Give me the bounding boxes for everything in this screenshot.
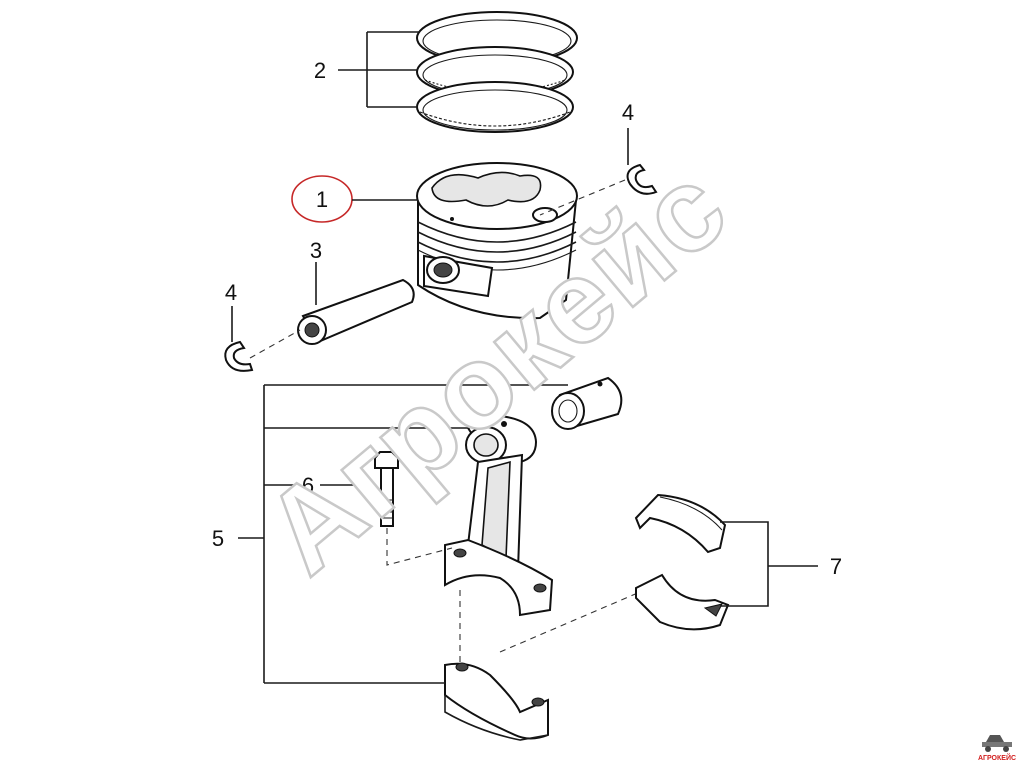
circlip-left bbox=[224, 306, 301, 372]
callout-3: 3 bbox=[310, 238, 322, 263]
callout-5: 5 bbox=[212, 526, 224, 551]
bearing-shell-lower bbox=[635, 573, 730, 631]
connecting-rod-cap bbox=[444, 662, 549, 741]
brand-logo: АГРОКЕЙС bbox=[978, 735, 1016, 762]
piston-pin bbox=[297, 262, 415, 345]
callout-6: 6 bbox=[302, 473, 314, 498]
piston bbox=[416, 162, 578, 320]
callout-7: 7 bbox=[830, 554, 842, 579]
callout-4-right: 4 bbox=[622, 100, 634, 125]
piston-rings bbox=[338, 11, 578, 133]
callout-4-left: 4 bbox=[225, 280, 237, 305]
small-end-bushing bbox=[551, 376, 623, 430]
circlip-right bbox=[539, 128, 658, 216]
piston-ring-bottom bbox=[416, 81, 574, 133]
callout-2: 2 bbox=[314, 58, 326, 83]
logo-text: АГРОКЕЙС bbox=[978, 753, 1016, 762]
callout-1: 1 bbox=[316, 187, 328, 212]
connecting-rod-bolt bbox=[374, 451, 399, 527]
connecting-rod bbox=[444, 414, 554, 617]
highlight-circle bbox=[291, 175, 353, 223]
bearing-shell-upper bbox=[634, 493, 727, 554]
